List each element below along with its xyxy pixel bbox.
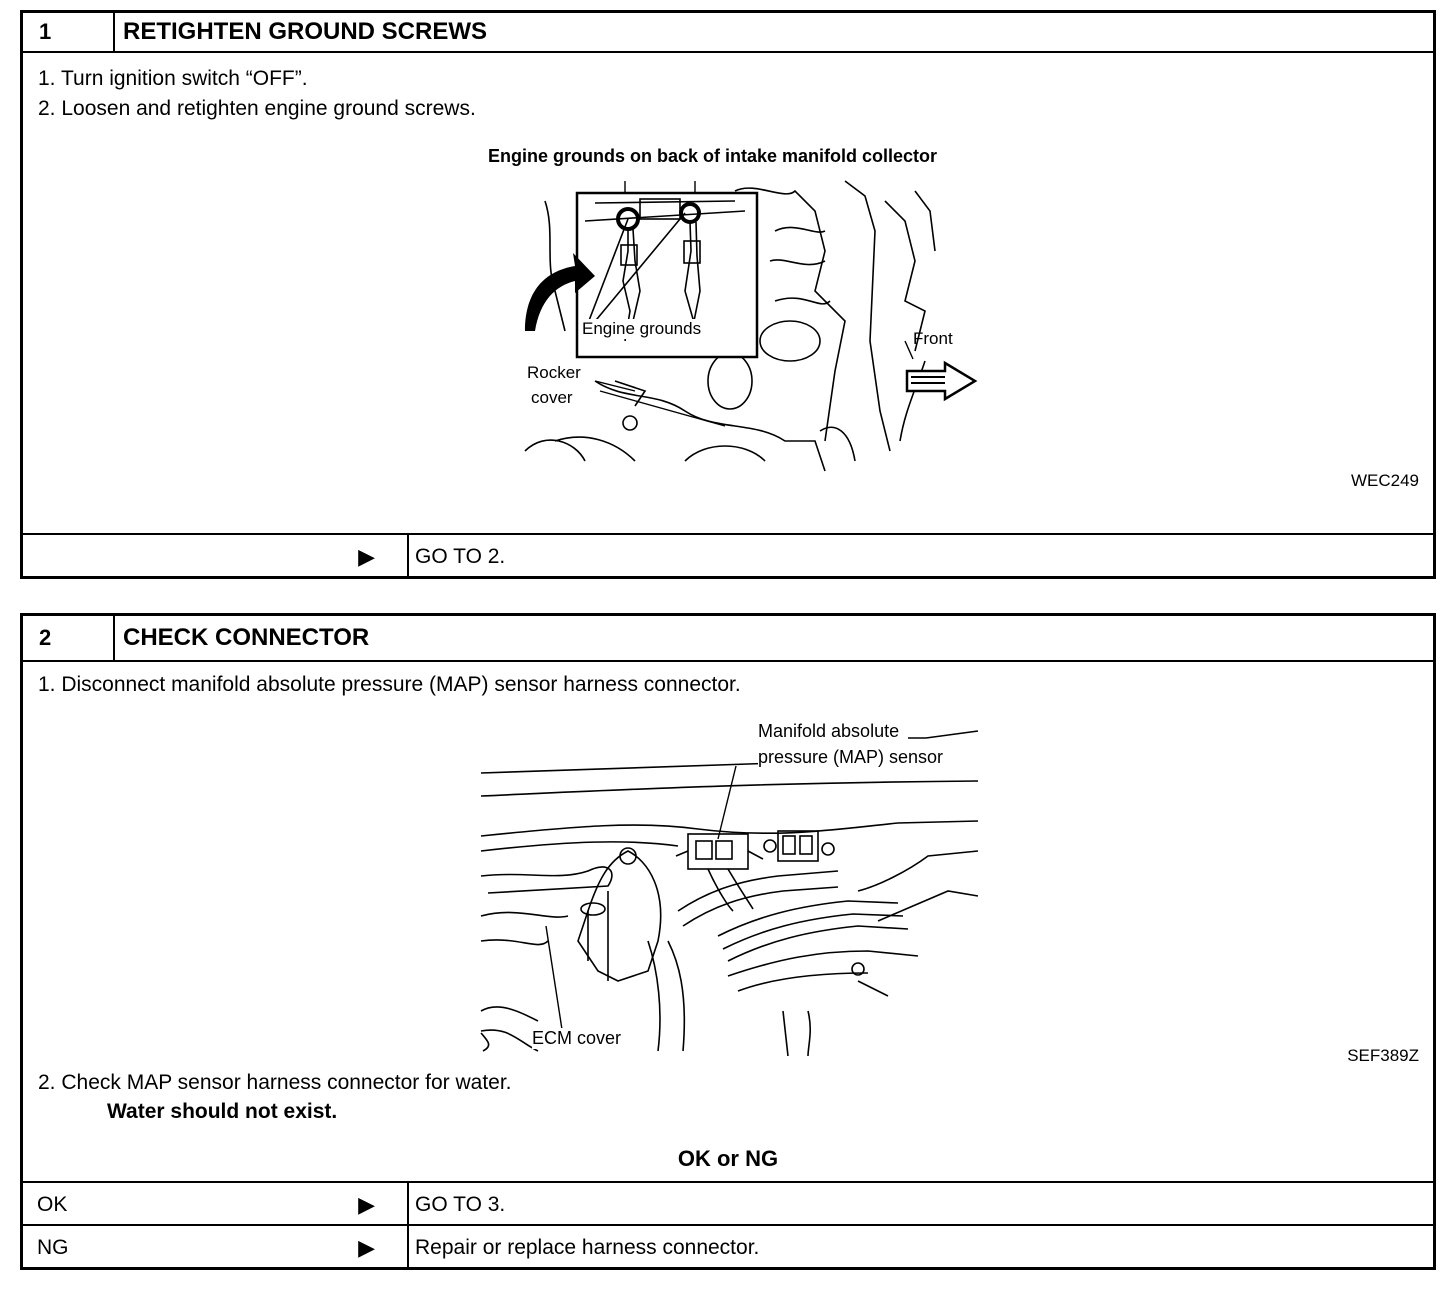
result-label-cell: OK ▶ [23,1183,409,1226]
step-2-header: 2 CHECK CONNECTOR [23,616,1433,662]
step-2-instruction-1: 1. Disconnect manifold absolute pressure… [38,670,741,700]
figure-code: SEF389Z [1347,1046,1419,1065]
step-1-block: 1 RETIGHTEN GROUND SCREWS 1. Turn igniti… [20,10,1436,579]
result-action: GO TO 2. [415,544,506,568]
label-rocker-cover-line1: Rocker [527,363,581,383]
spec-text: Water should not exist. [107,1100,338,1123]
map-sensor-figure: Manifold absolute pressure (MAP) sensor … [478,711,983,1057]
map-sensor-illustration [480,730,979,1057]
step-2-block: 2 CHECK CONNECTOR 1. Disconnect manifold… [20,613,1436,1270]
result-label: NG [37,1235,69,1259]
arrow-icon: ▶ [358,1234,375,1260]
ok-or-ng-heading: OK or NG [677,1146,779,1171]
instruction-item: 2. Loosen and retighten engine ground sc… [38,97,476,120]
engine-ground-figure: Engine grounds on back of intake manifol… [485,141,985,476]
result-action: GO TO 3. [415,1192,506,1216]
result-row-ok: OK ▶ GO TO 3. [23,1181,1433,1226]
label-map-sensor-line2: pressure (MAP) sensor [758,747,944,768]
figure-code: WEC249 [1350,471,1419,490]
instruction-item: 1. Turn ignition switch “OFF”. [38,67,308,90]
engine-ground-illustration [524,180,978,472]
result-label-cell: NG ▶ [23,1226,409,1269]
step-1-header: 1 RETIGHTEN GROUND SCREWS [23,13,1433,53]
result-row-ng: NG ▶ Repair or replace harness connector… [23,1224,1433,1269]
step-number: 1 [23,13,115,51]
step-1-instructions: 1. Turn ignition switch “OFF”. 2. Loosen… [38,64,476,124]
result-action: Repair or replace harness connector. [415,1235,760,1259]
result-row: ▶ GO TO 2. [23,533,1433,578]
step-title: CHECK CONNECTOR [123,624,370,651]
arrow-icon: ▶ [358,543,375,569]
step-number: 2 [23,616,115,660]
label-engine-grounds: Engine grounds [582,319,702,339]
arrow-icon: ▶ [358,1191,375,1217]
label-rocker-cover-line2: cover [531,388,573,408]
figure-caption: Engine grounds on back of intake manifol… [488,146,938,166]
label-ecm-cover: ECM cover [532,1028,622,1049]
label-front: Front [913,329,953,348]
step-2-instruction-2: 2. Check MAP sensor harness connector fo… [38,1071,512,1094]
label-map-sensor-line1: Manifold absolute [758,721,900,742]
result-label-cell: ▶ [23,535,409,578]
instruction-item: 1. Disconnect manifold absolute pressure… [38,673,741,696]
result-label: OK [37,1192,68,1216]
step-title: RETIGHTEN GROUND SCREWS [123,18,488,45]
